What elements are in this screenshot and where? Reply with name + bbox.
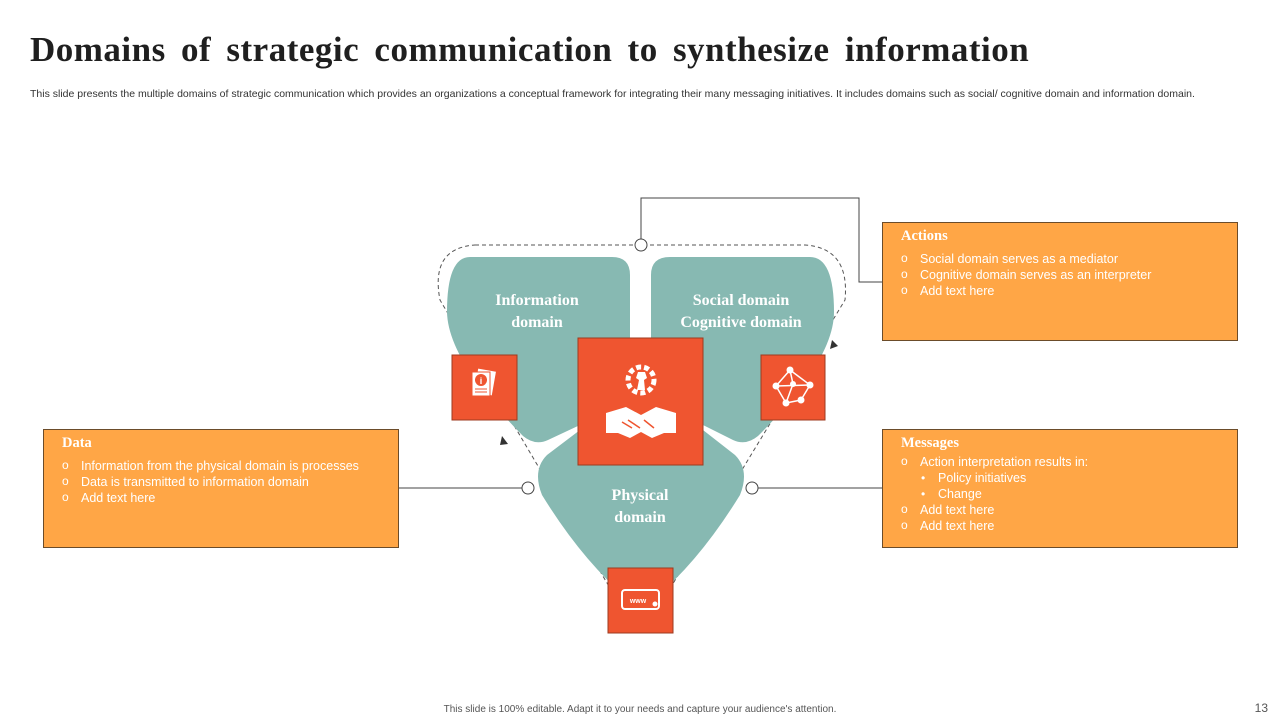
data-list: Information from the physical domain is … (62, 457, 384, 506)
junction-right (745, 481, 759, 495)
physical-domain-label: Physical domain (565, 485, 715, 529)
actions-box: Actions Social domain serves as a mediat… (882, 222, 1238, 341)
data-title: Data (62, 435, 92, 451)
social-domain-line1: Social domain (692, 292, 790, 309)
list-item: Add text here (901, 501, 1223, 518)
list-item: Action interpretation results in: (901, 453, 1223, 470)
arrow-right (830, 340, 838, 349)
list-item: Data is transmitted to information domai… (62, 473, 384, 490)
footer-note: This slide is 100% editable. Adapt it to… (443, 704, 837, 715)
slide-subtitle: This slide presents the multiple domains… (30, 88, 1195, 100)
information-domain-line2: domain (511, 314, 563, 331)
arrow-left (500, 436, 508, 445)
social-domain-label: Social domain Cognitive domain (656, 290, 826, 334)
list-item: Add text here (901, 282, 1223, 299)
actions-list: Social domain serves as a mediator Cogni… (901, 250, 1223, 299)
data-box: Data Information from the physical domai… (43, 429, 399, 548)
list-item: Add text here (901, 517, 1223, 534)
svg-text:www: www (629, 598, 647, 605)
svg-text:i: i (480, 376, 483, 386)
list-item: Add text here (62, 489, 384, 506)
connector-top (640, 197, 882, 283)
messages-title: Messages (901, 435, 959, 451)
physical-domain-shape (538, 430, 744, 604)
sub-list-item: Policy initiatives (901, 470, 1223, 486)
sub-list-item: Change (901, 486, 1223, 502)
list-item: Social domain serves as a mediator (901, 250, 1223, 267)
messages-list: Action interpretation results in: Policy… (901, 453, 1223, 534)
document-info-icon: i (451, 354, 518, 421)
social-domain-line2: Cognitive domain (680, 314, 802, 331)
network-icon (760, 354, 826, 421)
slide-title: Domains of strategic communication to sy… (30, 30, 1030, 69)
messages-box: Messages Action interpretation results i… (882, 429, 1238, 548)
junction-left (521, 481, 535, 495)
list-item: Cognitive domain serves as an interprete… (901, 266, 1223, 283)
www-icon: www (607, 567, 674, 634)
page-number: 13 (1254, 701, 1268, 715)
junction-top (634, 238, 648, 252)
physical-domain-line2: domain (614, 509, 666, 526)
information-domain-line1: Information (495, 292, 579, 309)
physical-domain-line1: Physical (611, 487, 669, 504)
actions-title: Actions (901, 228, 948, 244)
list-item: Information from the physical domain is … (62, 457, 384, 474)
handshake-gear-chess-icon (577, 337, 704, 466)
information-domain-label: Information domain (462, 290, 612, 334)
